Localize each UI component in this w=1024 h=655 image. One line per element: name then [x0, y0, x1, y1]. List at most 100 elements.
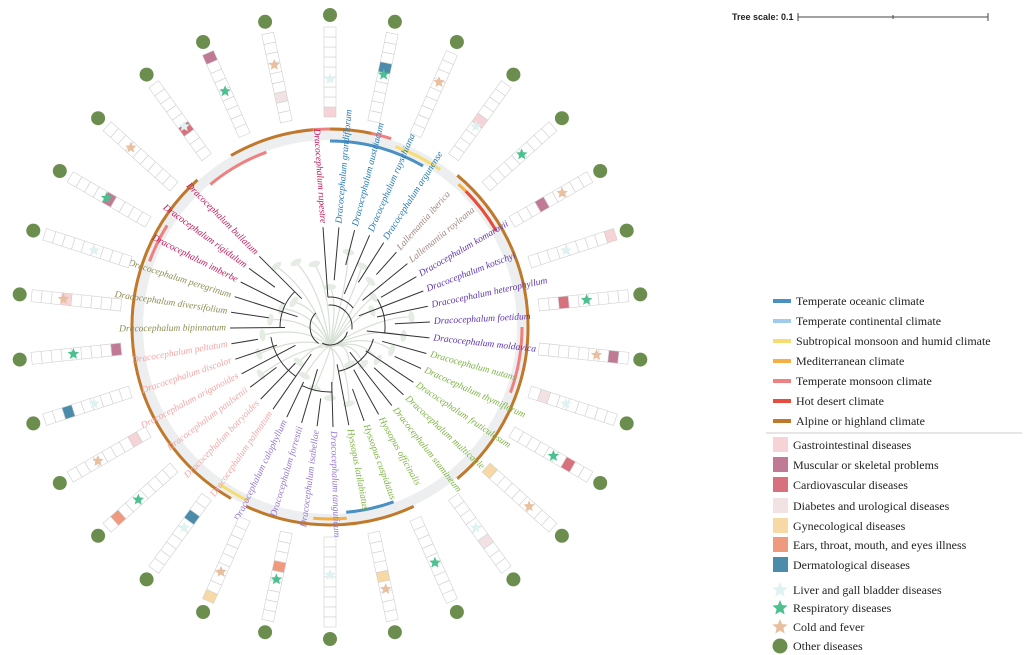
- tree-branch: [353, 369, 380, 415]
- other-diseases-circle-icon: [139, 67, 154, 82]
- disease-cell: [567, 345, 580, 360]
- disease-legend-circle-icon: [772, 638, 788, 654]
- disease-legend-star-icon: [772, 600, 788, 615]
- tree-branch: [358, 290, 424, 317]
- disease-cell: [323, 556, 337, 568]
- other-diseases-circle-icon: [554, 111, 569, 126]
- plant-leaf: [255, 348, 263, 360]
- other-diseases-circle-icon: [26, 223, 41, 238]
- tree-branch: [235, 344, 278, 360]
- plant-stem: [260, 346, 331, 376]
- disease-spoke: [448, 67, 521, 162]
- disease-cell: [323, 36, 337, 48]
- disease-star-icon: [88, 244, 100, 256]
- disease-spoke: [52, 426, 152, 490]
- disease-cell: [148, 80, 165, 97]
- plant-stem: [329, 296, 374, 348]
- taxon-label: Dracocephalum grandiflorum: [333, 109, 354, 225]
- disease-star-icon: [178, 120, 190, 132]
- plant-leaf: [344, 360, 355, 369]
- climate-arc: [346, 500, 395, 514]
- climate-arc: [209, 150, 267, 186]
- disease-spoke: [52, 164, 152, 228]
- disease-spoke: [196, 35, 251, 139]
- other-diseases-circle-icon: [619, 223, 634, 238]
- tree-arc: [327, 296, 354, 309]
- disease-star-icon: [324, 569, 336, 580]
- plant-stem: [329, 252, 349, 348]
- other-diseases-circle-icon: [387, 625, 402, 640]
- tree-branch: [366, 330, 430, 339]
- plant-leaf: [324, 395, 336, 401]
- tree-arc: [309, 312, 319, 344]
- plant-stem: [314, 346, 331, 389]
- disease-cell: [617, 289, 630, 304]
- disease-spoke: [409, 35, 464, 139]
- tree-scale-label: Tree scale: 0.1: [732, 12, 794, 22]
- tree-arc: [338, 338, 374, 372]
- disease-cell: [597, 348, 610, 363]
- tree-branch: [336, 364, 350, 426]
- tree-branch: [331, 381, 334, 428]
- disease-cell: [42, 410, 57, 426]
- tree-branch: [380, 276, 417, 298]
- tree-arc: [301, 385, 333, 393]
- disease-spoke: [258, 14, 293, 124]
- plant-stem: [329, 344, 351, 365]
- climate-arc: [464, 190, 498, 232]
- disease-cell: [323, 96, 337, 108]
- plant-leaf: [369, 291, 378, 303]
- disease-cell: [100, 343, 113, 358]
- disease-star-icon: [268, 58, 280, 70]
- climate-legend-label: Hot desert climate: [796, 394, 884, 408]
- plant-stem: [298, 344, 331, 363]
- disease-star-icon: [88, 397, 100, 409]
- other-diseases-circle-icon: [593, 164, 608, 178]
- disease-spoke: [26, 223, 133, 269]
- other-diseases-circle-icon: [554, 528, 569, 543]
- disease-cell: [323, 56, 337, 68]
- disease-legend-square-icon: [773, 477, 788, 492]
- tree-branch: [231, 311, 269, 319]
- tree-branch: [231, 338, 259, 345]
- disease-star-icon: [178, 521, 190, 533]
- disease-cell: [323, 546, 337, 558]
- plant-stem: [295, 261, 331, 348]
- disease-legend-square-icon: [773, 557, 788, 572]
- plant-leaf: [324, 284, 336, 290]
- disease-legend-label: Gynecological diseases: [793, 519, 906, 533]
- tree-arc: [321, 331, 348, 346]
- climate-arc: [313, 516, 347, 521]
- tree-branch: [376, 305, 428, 318]
- tree-branch: [357, 242, 385, 283]
- disease-legend-label: Respiratory diseases: [793, 601, 892, 615]
- tree-branch: [352, 388, 365, 422]
- disease-spoke: [323, 536, 337, 646]
- climate-arc: [148, 224, 169, 262]
- tree-branch: [362, 263, 408, 301]
- other-diseases-circle-icon: [633, 352, 648, 367]
- disease-legend-square-icon: [773, 498, 788, 513]
- disease-star-icon: [92, 455, 104, 466]
- disease-cell: [60, 347, 73, 362]
- disease-star-icon: [215, 565, 227, 577]
- disease-cell: [261, 31, 276, 45]
- disease-cell: [541, 121, 558, 138]
- plant-stem: [329, 316, 412, 348]
- disease-spoke: [91, 111, 179, 192]
- disease-cell: [541, 516, 558, 533]
- tree-branch: [229, 327, 286, 329]
- tree-arc: [270, 337, 297, 377]
- disease-cell: [323, 616, 337, 628]
- tree-branch: [301, 369, 318, 424]
- other-diseases-circle-icon: [449, 35, 464, 49]
- other-diseases-circle-icon: [258, 14, 273, 29]
- tree-branches: [229, 227, 430, 428]
- disease-cell: [607, 290, 620, 305]
- disease-cell: [66, 171, 83, 188]
- plant-leaf: [373, 354, 382, 366]
- other-diseases-circle-icon: [593, 476, 608, 490]
- disease-cell: [567, 294, 580, 309]
